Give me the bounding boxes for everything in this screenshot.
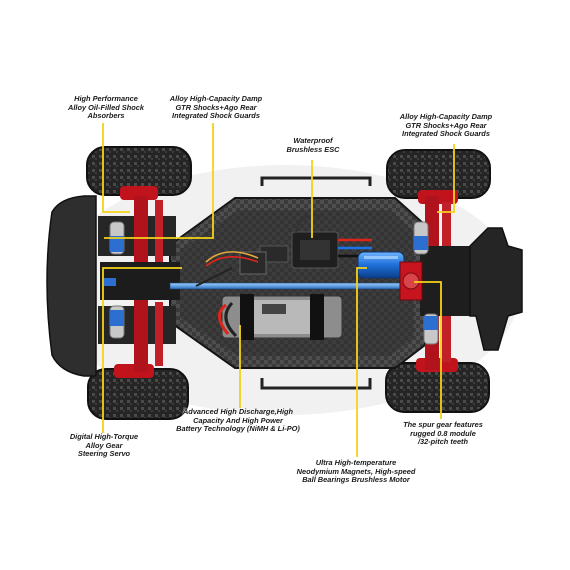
callout-line: GTR Shocks+Ago Rear	[405, 120, 487, 130]
callout-line: rugged 0.8 module	[410, 428, 476, 438]
rear-top-wheel	[386, 149, 491, 204]
callout-line: Alloy Gear	[85, 440, 123, 450]
callout-servo: Digital High-Torque Alloy Gear Steering …	[62, 432, 146, 459]
callout-line: Alloy High-Capacity Damp	[399, 112, 493, 121]
front-shocks	[104, 221, 125, 339]
callout-line: /32-pitch teeth	[417, 437, 469, 447]
callout-motor: Ultra High-temperature Neodymium Magnets…	[286, 458, 426, 485]
callout-line: Integrated Shock Guards	[402, 129, 490, 139]
rear-bumper	[469, 227, 523, 351]
callout-line: Waterproof	[293, 136, 333, 145]
brushless-motor	[357, 251, 423, 301]
callout-line: Ball Bearings Brushless Motor	[302, 475, 410, 485]
rear-shocks	[413, 221, 439, 345]
battery-pack	[218, 294, 343, 340]
callout-rear-damp-shocks: Alloy High-Capacity Damp GTR Shocks+Ago …	[390, 112, 502, 139]
callout-front-damp-shocks: Alloy High-Capacity Damp GTR Shocks+Ago …	[160, 94, 272, 121]
center-driveshaft	[169, 282, 401, 290]
callout-line: Brushless ESC	[286, 144, 340, 154]
callout-line: Battery Technology (NiMH & Li-PO)	[176, 424, 300, 434]
callout-battery: Advanced High Discharge,High Capacity An…	[168, 407, 308, 434]
callout-line: The spur gear features	[403, 420, 483, 429]
callout-line: Steering Servo	[77, 449, 131, 459]
callout-esc: Waterproof Brushless ESC	[280, 136, 346, 154]
front-bumper	[46, 195, 97, 377]
callout-line: Integrated Shock Guards	[172, 111, 260, 121]
receiver-servo-wires	[195, 251, 267, 287]
callout-line: Absorbers	[87, 111, 125, 121]
callout-spur-gear: The spur gear features rugged 0.8 module…	[392, 420, 494, 447]
esc-unit	[259, 214, 372, 269]
callout-line: Alloy High-Capacity Damp	[169, 94, 263, 103]
callout-line: Capacity And High Power	[193, 415, 283, 425]
callout-line: Advanced High Discharge,High	[182, 407, 294, 416]
callout-line: GTR Shocks+Ago Rear	[175, 102, 257, 112]
callout-line: Digital High-Torque	[69, 432, 139, 441]
front-top-wheel	[86, 146, 192, 200]
callout-leader-lines	[102, 123, 455, 457]
bottom-body-rail	[260, 378, 372, 390]
callout-line: Neodymium Magnets, High-speed	[296, 466, 416, 476]
callout-line: Alloy Oil-Filled Shock	[68, 102, 144, 112]
top-body-rail	[260, 176, 372, 186]
callout-line: Ultra High-temperature	[315, 458, 397, 467]
callout-shock-absorbers: High Performance Alloy Oil-Filled Shock …	[58, 94, 154, 121]
callout-line: High Performance	[74, 94, 138, 103]
